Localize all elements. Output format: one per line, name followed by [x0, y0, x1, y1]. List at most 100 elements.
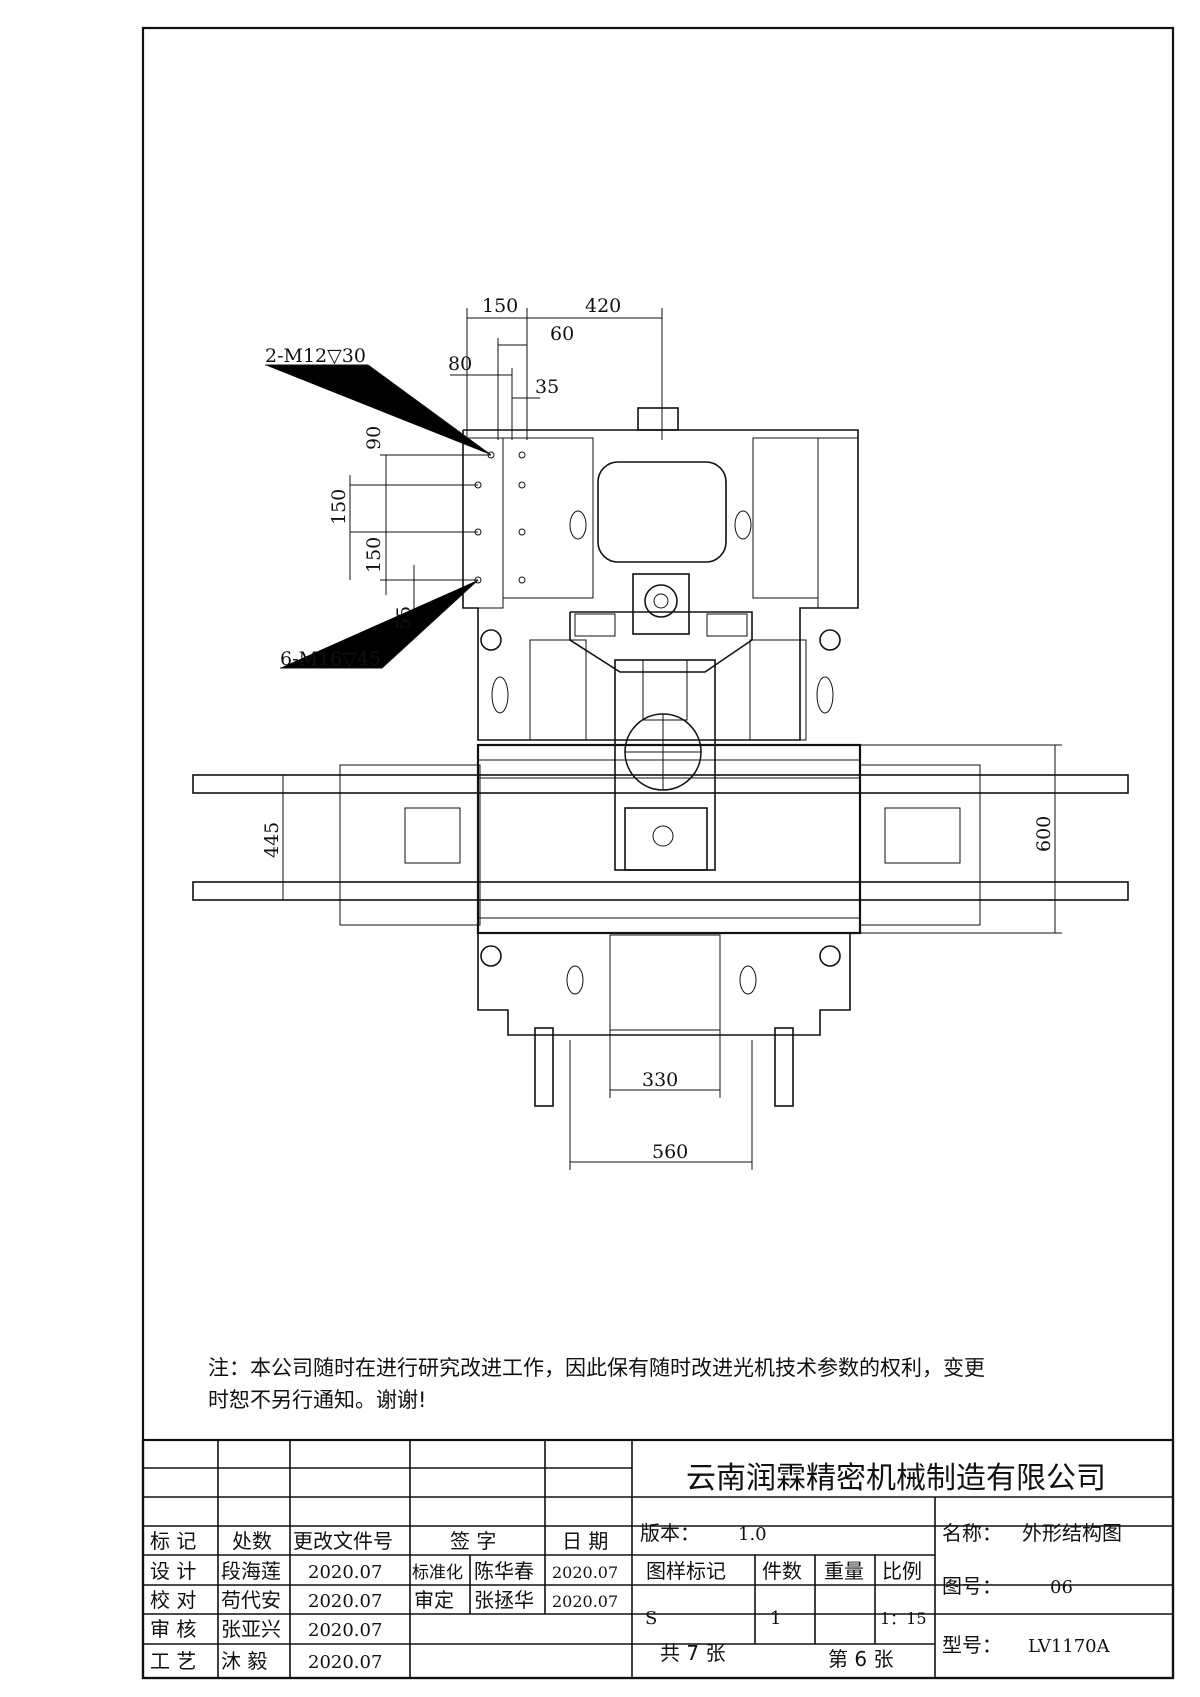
ram-body — [614, 659, 716, 871]
lower-center-block — [609, 934, 721, 1031]
work-table — [476, 743, 862, 935]
left-lower-lug — [566, 965, 584, 995]
role-design: 设 计 — [150, 1559, 196, 1583]
version-value: 1.0 — [738, 1524, 767, 1545]
dim-560: 560 — [652, 1141, 688, 1163]
left-lift-lug — [569, 510, 587, 540]
spindle-bore — [644, 584, 678, 618]
version-label: 版本： — [640, 1521, 700, 1545]
outer-frame — [141, 26, 1175, 1680]
date-approval: 2020.07 — [552, 1592, 618, 1611]
col-weight: 重量 — [824, 1559, 864, 1583]
spindle-hub — [653, 593, 669, 609]
note-line-1: 注：本公司随时在进行研究改进工作，因此保有随时改进光机技术参数的权利，变更 — [208, 1356, 985, 1380]
model-value: LV1170A — [1028, 1636, 1111, 1657]
header-change-doc: 更改文件号 — [293, 1529, 393, 1553]
column-left-plate — [462, 437, 504, 609]
column-window — [597, 461, 727, 563]
sheet-number: 第 6 张 — [828, 1647, 893, 1671]
left-lower-bearing — [480, 945, 502, 967]
left-column-slot — [491, 676, 509, 714]
right-upper-bearing — [819, 629, 841, 651]
ram-slide — [642, 659, 688, 721]
hole-m16-4 — [518, 528, 526, 536]
mounting-holes — [474, 451, 526, 584]
left-leg — [534, 1027, 554, 1107]
title-block — [141, 1438, 1175, 1680]
column-right-plate — [817, 437, 859, 609]
left-upper-bearing — [480, 629, 502, 651]
saddle-left-block — [574, 613, 616, 637]
right-leg — [774, 1027, 794, 1107]
header-mark: 标 记 — [150, 1529, 196, 1553]
dim-90: 90 — [363, 426, 385, 450]
name-label: 名称： — [942, 1521, 1002, 1545]
left-guide — [529, 639, 587, 741]
name-review: 张亚兴 — [221, 1617, 281, 1641]
date-check: 2020.07 — [308, 1591, 382, 1612]
dim-150-top: 150 — [482, 295, 518, 317]
date-review: 2020.07 — [308, 1620, 382, 1641]
date-process: 2020.07 — [308, 1652, 382, 1673]
name-check: 苟代安 — [221, 1588, 281, 1612]
right-motor — [884, 807, 961, 864]
upper-rail — [192, 774, 1129, 794]
callout-m12: 2-M12▽30 — [265, 345, 366, 367]
spindle-nose — [652, 825, 674, 847]
right-cover — [752, 437, 819, 599]
drawing-no-value: 06 — [1050, 1577, 1073, 1598]
lower-rail — [192, 881, 1129, 901]
right-column-slot — [816, 676, 834, 714]
hole-m16-6 — [518, 576, 526, 584]
hole-m12-2 — [518, 451, 526, 459]
motor-flange — [632, 573, 690, 635]
total-sheets: 共 7 张 — [660, 1641, 725, 1665]
dim-445: 445 — [261, 822, 283, 858]
spindle-head — [624, 807, 708, 871]
column-top-cap — [637, 407, 679, 431]
date-standardization: 2020.07 — [552, 1563, 618, 1582]
right-guide — [749, 639, 807, 741]
name-process: 沐 毅 — [221, 1649, 267, 1673]
callout-m16: 6-M16▽45 — [280, 648, 381, 670]
right-bed — [859, 764, 981, 926]
role-check: 校 对 — [150, 1588, 196, 1612]
company-name: 云南润霖精密机械制造有限公司 — [686, 1461, 1106, 1496]
disclaimer-note: 注：本公司随时在进行研究改进工作，因此保有随时改进光机技术参数的权利，变更 时恕… — [208, 1352, 1088, 1416]
col-mark: 图样标记 — [646, 1559, 726, 1583]
header-date: 日 期 — [562, 1529, 608, 1553]
left-cover — [502, 437, 594, 599]
col-qty: 件数 — [762, 1559, 802, 1583]
drawing-no-label: 图号： — [942, 1574, 1002, 1598]
model-label: 型号： — [942, 1633, 1002, 1657]
lower-column-outline — [477, 933, 851, 1036]
saddle-outline — [569, 611, 753, 673]
header-count: 处数 — [232, 1529, 272, 1553]
hole-m16-2 — [518, 481, 526, 489]
dim-80: 80 — [448, 353, 472, 375]
role-approval: 审定 — [414, 1588, 454, 1612]
right-lower-lug — [739, 965, 757, 995]
role-review: 审 核 — [150, 1617, 196, 1641]
name-value: 外形结构图 — [1022, 1521, 1122, 1545]
note-line-2: 时恕不另行通知。谢谢! — [208, 1388, 427, 1412]
dim-35: 35 — [535, 376, 559, 398]
col-scale: 比例 — [882, 1559, 922, 1583]
left-motor — [404, 807, 461, 864]
dim-60: 60 — [550, 323, 574, 345]
ram-head-cross — [625, 714, 701, 790]
left-bed — [339, 764, 481, 926]
dim-150-b: 150 — [363, 537, 385, 573]
dim-600: 600 — [1033, 816, 1055, 852]
name-approval: 张拯华 — [474, 1588, 534, 1612]
scale-value: 1：15 — [880, 1609, 927, 1628]
dimension-lines — [265, 308, 1062, 1170]
right-lift-lug — [734, 510, 752, 540]
saddle-right-block — [706, 613, 748, 637]
header-sign: 签 字 — [450, 1529, 496, 1553]
qty-value: 1 — [770, 1608, 781, 1629]
dim-150-a: 150 — [328, 489, 350, 525]
role-standardization: 标准化 — [412, 1563, 463, 1583]
machine-drawing — [192, 407, 1129, 1107]
